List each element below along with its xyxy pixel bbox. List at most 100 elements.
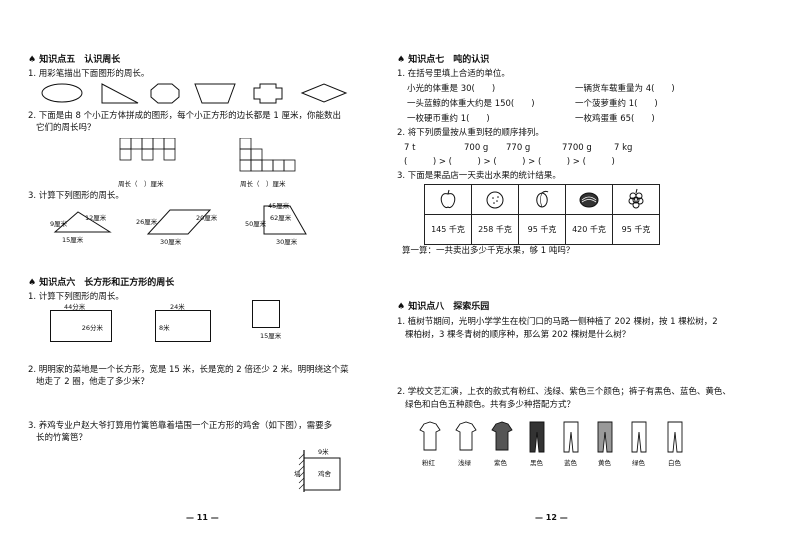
fruit-icon-row [424, 184, 660, 215]
fill-1: 小光的体重是 30( ) [407, 84, 496, 94]
shirt-purple-icon [491, 421, 513, 451]
rect2-height: 8米 [159, 324, 170, 332]
pants-black-icon [529, 421, 545, 453]
fruit-weight-row: 145 千克 258 千克 95 千克 420 千克 95 千克 [424, 214, 660, 245]
clothes-label: 浅绿 [458, 459, 471, 467]
s6-q3-line2: 长的竹篱笆？ [36, 433, 88, 443]
coop-figure [298, 450, 341, 492]
fruit-apple [424, 184, 472, 215]
page-number-left: — 11 — [186, 513, 219, 522]
s8-q1-line1: 1. 植树节期间，光明小学学生在校门口的马路一侧种植了 202 棵树，按 1 棵… [397, 317, 718, 327]
fruit-watermelon [565, 184, 613, 215]
weight-3: 770 g [506, 143, 531, 153]
fruit-peach [518, 184, 566, 215]
order-blanks: ( ) > ( ) > ( ) > ( ) > ( ) [404, 157, 615, 167]
s5-q2-line2: 它们的周长吗？ [36, 123, 96, 133]
coop-side: 9米 [318, 448, 329, 456]
page-number-right: — 12 — [535, 513, 568, 522]
trap-side-c: 62厘米 [270, 214, 292, 222]
fruit-weight: 95 千克 [518, 214, 566, 245]
s5-q2-line1: 2. 下面是由 8 个小正方体拼成的图形，每个小正方形的边长都是 1 厘米，你能… [28, 111, 341, 121]
rect2: 8米 [155, 310, 211, 342]
fill-6: 一枚鸡蛋重 65( ) [575, 114, 655, 124]
para-side-c: 30厘米 [160, 238, 182, 246]
s8-q1-line2: 棵柏树，3 棵冬青树的顺序种，那么第 202 棵树是什么树？ [405, 330, 631, 340]
weight-2: 700 g [464, 143, 489, 153]
shirt-pink-icon [419, 421, 441, 451]
pants-white-icon [667, 421, 683, 453]
rect2-width: 24米 [170, 303, 185, 311]
orange-icon [486, 191, 504, 208]
coop-label: 鸡舍 [318, 470, 331, 478]
fruit-weight: 145 千克 [424, 214, 472, 245]
triangle-figure [53, 211, 112, 233]
s8-q2-line2: 绿色和白色五种颜色。共有多少种搭配方式？ [405, 400, 576, 410]
watermelon-icon [579, 192, 599, 207]
trap-side-b: 50厘米 [245, 220, 267, 228]
clothes-label: 紫色 [494, 459, 507, 467]
weight-4: 7700 g [562, 143, 592, 153]
fruit-weight: 420 千克 [565, 214, 613, 245]
apple-icon [440, 189, 456, 208]
clothes-label: 白色 [668, 459, 681, 467]
s6-q3-line1: 3. 养鸡专业户赵大爷打算用竹篱笆靠着墙围一个正方形的鸡舍（如下图），需要多 [28, 421, 333, 431]
s7-q3: 3. 下面是果品店一天卖出水果的统计结果。 [397, 171, 561, 181]
s7-calc: 算一算：一共卖出多少千克水果，够 1 吨吗？ [402, 246, 575, 256]
rect1-height: 26分米 [81, 324, 103, 332]
clothes-label: 绿色 [632, 459, 645, 467]
fruit-table: 145 千克 258 千克 95 千克 420 千克 95 千克 [424, 184, 660, 245]
section-7-title: ♠ 知识点七 吨的认识 [397, 55, 490, 65]
clothes-label: 黄色 [598, 459, 611, 467]
clothes-row [419, 421, 683, 453]
pants-yellow-icon [597, 421, 613, 453]
rect1-width: 44分米 [64, 303, 86, 311]
right-triangle-shape [101, 83, 139, 104]
clothes-label: 粉红 [422, 459, 435, 467]
fruit-weight: 95 千克 [612, 214, 660, 245]
s6-q1: 1. 计算下列图形的周长。 [28, 292, 124, 302]
unit-squares-figures [119, 138, 296, 172]
tri-side-a: 9厘米 [50, 220, 68, 228]
fruit-weight: 258 千克 [471, 214, 519, 245]
rhombus-shape [300, 83, 348, 103]
section-5-title: ♠ 知识点五 认识周长 [28, 55, 121, 65]
peach-icon [536, 190, 549, 208]
fruit-orange [471, 184, 519, 215]
square-side: 15厘米 [260, 332, 282, 340]
fill-2: 一辆货车载重量为 4( ) [575, 84, 675, 94]
q2-caption-2: 周长（ ）厘米 [240, 180, 286, 188]
s6-q2-line2: 地走了 2 圈，他走了多少米？ [36, 377, 149, 387]
parallelogram-figure [146, 209, 212, 235]
fill-4: 一个菠萝重约 1( ) [575, 99, 658, 109]
section-6-title: ♠ 知识点六 长方形和正方形的周长 [28, 278, 175, 288]
fill-5: 一枚硬币重约 1( ) [407, 114, 490, 124]
s7-q1: 1. 在括号里填上合适的单位。 [397, 69, 510, 79]
trapezoid-shape [194, 83, 236, 104]
grapes-icon [628, 188, 644, 208]
s5-q3: 3. 计算下列图形的周长。 [28, 191, 124, 201]
trapezoid-figure [263, 205, 307, 235]
weight-1: 7 t [404, 143, 416, 153]
fruit-grapes [612, 184, 660, 215]
fill-3: 一头蓝鲸的体重大约是 150( ) [407, 99, 535, 109]
s6-q2-line1: 2. 明明家的菜地是一个长方形，宽是 15 米，长是宽的 2 倍还少 2 米。明… [28, 365, 349, 375]
shirt-lightgreen-icon [455, 421, 477, 451]
trap-side-d: 30厘米 [276, 238, 298, 246]
clothes-label: 蓝色 [564, 459, 577, 467]
para-side-a: 26厘米 [136, 218, 158, 226]
section-8-title: ♠ 知识点八 探索乐园 [397, 302, 490, 312]
square [252, 300, 280, 328]
shapes-row [41, 83, 348, 104]
ellipse-shape [41, 83, 83, 103]
rect1: 26分米 [50, 310, 112, 342]
s7-q2: 2. 将下列质量按从重到轻的顺序排列。 [397, 128, 544, 138]
cross-shape [253, 83, 283, 104]
octagon-shape [150, 83, 180, 104]
tri-side-b: 12厘米 [85, 214, 107, 222]
s8-q2-line1: 2. 学校文艺汇演，上衣的款式有粉红、浅绿、紫色三个颜色；裤子有黑色、蓝色、黄色… [397, 387, 731, 397]
trap-side-a: 45厘米 [268, 202, 290, 210]
pants-blue-icon [563, 421, 579, 453]
clothes-label: 黑色 [530, 459, 543, 467]
s5-q1: 1. 用彩笔描出下面图形的周长。 [28, 69, 150, 79]
q2-caption-1: 周长（ ）厘米 [118, 180, 164, 188]
